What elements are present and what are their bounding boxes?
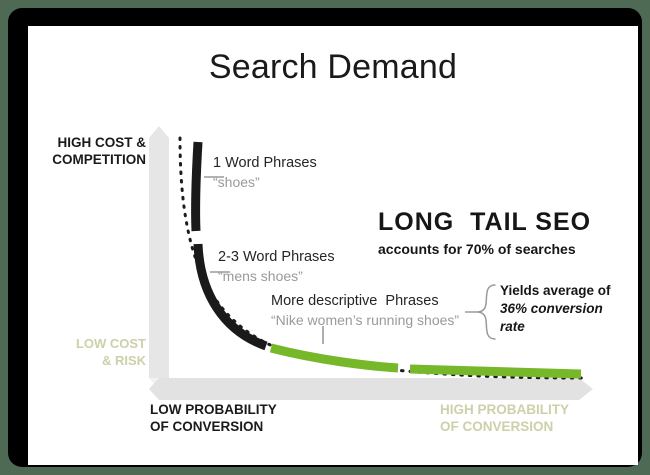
annotation-two-three-word-example: “mens shoes” — [218, 267, 303, 284]
annotation-descriptive-heading: More descriptive Phrases — [271, 293, 439, 309]
tail-curve-segment-right — [409, 364, 582, 379]
y-axis-bottom-label: LOW COST & RISK — [36, 336, 146, 369]
x-axis-right-label: HIGH PROBABILITY OF CONVERSION — [440, 401, 569, 436]
x-axis-arrow — [149, 378, 593, 400]
annotation-one-word: 1 Word Phrases “shoes” — [213, 154, 317, 191]
y-axis-bottom-label-line2: & RISK — [101, 352, 146, 368]
chart-graphic — [149, 126, 593, 400]
long-tail-subtitle: accounts for 70% of searches — [378, 241, 576, 257]
x-axis-left-label-line2: OF CONVERSION — [150, 419, 264, 435]
y-axis-arrow — [149, 126, 169, 378]
yields-line-3: rate — [500, 318, 525, 334]
annotation-one-word-heading: 1 Word Phrases — [213, 155, 317, 171]
infographic-canvas: Search Demand HIGH — [28, 26, 638, 465]
yields-callout: Yields average of 36% conversion rate — [500, 282, 630, 335]
annotation-one-word-example: “shoes” — [213, 173, 260, 190]
x-axis-left-label: LOW PROBABILITY OF CONVERSION — [150, 401, 277, 436]
y-axis-top-label-line2: COMPETITION — [52, 152, 146, 168]
yields-line-2: 36% conversion — [500, 300, 603, 316]
annotation-descriptive: More descriptive Phrases “Nike women’s r… — [271, 292, 459, 329]
x-axis-right-label-line1: HIGH PROBABILITY — [440, 402, 570, 417]
x-axis-left-label-line1: LOW PROBABILITY — [150, 402, 277, 417]
long-tail-callout: LONG TAIL SEO accounts for 70% of search… — [378, 208, 591, 257]
y-axis-bottom-label-line1: LOW COST — [75, 336, 146, 351]
annotation-descriptive-example: “Nike women’s running shoes” — [271, 311, 460, 328]
x-axis-right-label-line2: OF CONVERSION — [440, 419, 554, 435]
head-curve-segment-upper — [191, 141, 203, 232]
long-tail-title: LONG TAIL SEO — [378, 208, 592, 236]
yields-brace-icon — [476, 284, 496, 340]
annotation-two-three-word-heading: 2-3 Word Phrases — [218, 249, 335, 265]
head-curve-segment-lower — [193, 243, 268, 351]
y-axis-top-label: HIGH COST & COMPETITION — [36, 134, 146, 169]
annotation-two-three-word: 2-3 Word Phrases “mens shoes” — [218, 248, 335, 285]
page-title: Search Demand — [208, 48, 458, 86]
yields-line-1: Yields average of — [500, 283, 611, 298]
poster-frame: Search Demand HIGH — [8, 8, 642, 467]
tail-curve-segment-left — [269, 343, 399, 373]
y-axis-top-label-line1: HIGH COST & — [57, 135, 146, 150]
